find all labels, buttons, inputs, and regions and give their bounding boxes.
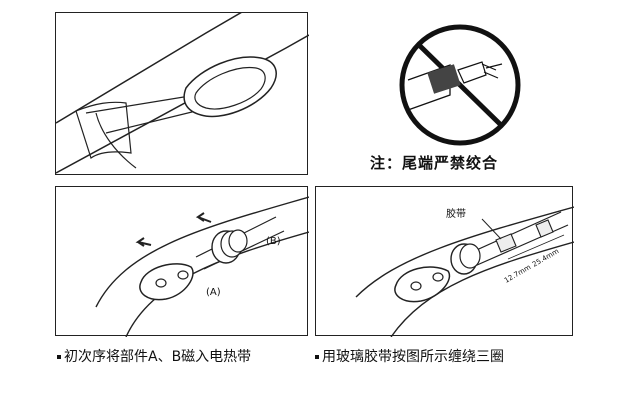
end-seal-drawing (56, 13, 309, 174)
bullet-icon (57, 355, 61, 359)
step-1-caption: 初次序将部件A、B磁入电热带 (57, 346, 251, 366)
end-seal-illustration-panel (55, 12, 309, 175)
note-text: 注：尾端严禁绞合 (370, 154, 499, 172)
step-2-illustration-panel: 胶带 12.7mm 25.4mm (315, 186, 574, 337)
step-2-drawing: 胶带 12.7mm 25.4mm (355, 206, 574, 337)
step-2-caption: 用玻璃胶带按图所示缠绕三圈 (315, 346, 504, 366)
part-b-label: (B) (266, 236, 281, 247)
step-1-drawing: (B) (A) (95, 196, 309, 337)
part-a-label: (A) (206, 287, 221, 298)
step-1-caption-text: 初次序将部件A、B磁入电热带 (64, 349, 252, 365)
bullet-icon (315, 355, 319, 359)
step-1-illustration-panel: (B) (A) (55, 186, 309, 337)
step-2-caption-text: 用玻璃胶带按图所示缠绕三圈 (322, 349, 504, 365)
no-twisting-sign (399, 24, 521, 146)
dim-12-7-label: 12.7mm (503, 263, 532, 285)
tape-label: 胶带 (446, 207, 466, 220)
